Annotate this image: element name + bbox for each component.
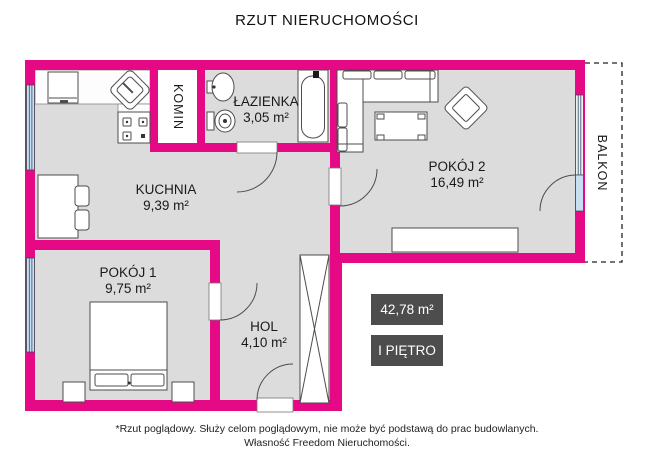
- stove: [117, 111, 151, 144]
- wall-komin-right: [197, 70, 205, 152]
- label-lazienka: ŁAZIENKA 3,05 m²: [233, 94, 298, 126]
- wall-pokoj2-bottom: [330, 253, 585, 263]
- label-kuchnia: KUCHNIA 9,39 m²: [136, 182, 197, 214]
- room-area: 9,39 m²: [143, 198, 189, 213]
- kitchen-table: [37, 174, 90, 239]
- wall-komin-left: [150, 70, 158, 152]
- sofa: [336, 69, 439, 153]
- wall-top: [25, 60, 585, 70]
- bath-sink: [206, 72, 235, 102]
- label-hol: HOL 4,10 m²: [241, 319, 287, 351]
- footer-disclaimer: *Rzut poglądowy. Służy celom poglądowym,…: [115, 423, 539, 435]
- balcony-outline: [585, 62, 623, 263]
- window-kitchen: [26, 84, 35, 171]
- coffee-table: [374, 111, 428, 141]
- kitchen-sink: [110, 70, 150, 110]
- doors: [208, 141, 584, 413]
- wall-kitchen-pokoj1: [25, 240, 220, 250]
- door-entrance: [256, 363, 294, 413]
- bed: [89, 301, 168, 391]
- room-name: POKÓJ 2: [428, 159, 486, 174]
- page-title: RZUT NIERUCHOMOŚCI: [235, 12, 419, 29]
- wall-bath-bottom-left: [150, 143, 237, 152]
- furniture: [37, 69, 519, 404]
- label-pokoj1: POKÓJ 1 9,75 m²: [99, 265, 156, 297]
- room-area: 16,49 m²: [430, 175, 484, 190]
- door-bathroom: [236, 141, 278, 193]
- wall-bottom-left: [25, 400, 342, 411]
- floor-level-badge: I PIĘTRO: [371, 335, 443, 366]
- room-name: ŁAZIENKA: [233, 94, 299, 109]
- wall-divider-upper: [330, 70, 340, 168]
- window-pokoj1: [26, 257, 35, 353]
- sideboard: [391, 227, 519, 253]
- door-balcony: [539, 174, 584, 212]
- room-name: HOL: [250, 319, 278, 334]
- label-balkon: BALKON: [595, 134, 609, 192]
- label-komin: KOMIN: [171, 84, 185, 130]
- armchair: [444, 86, 488, 130]
- room-name: KUCHNIA: [135, 182, 197, 197]
- fridge: [47, 71, 79, 104]
- wall-pokoj1-hol-lower: [210, 320, 220, 400]
- total-area-badge: 42,78 m²: [371, 294, 443, 325]
- room-area: 4,10 m²: [241, 335, 287, 350]
- label-pokoj2: POKÓJ 2 16,49 m²: [428, 159, 485, 191]
- footer-ownership: Własność Freedom Nieruchomości.: [244, 437, 410, 449]
- door-pokoj2: [328, 167, 378, 207]
- door-pokoj1: [208, 282, 258, 321]
- room-area: 3,05 m²: [243, 110, 289, 125]
- wall-hol-right: [330, 253, 342, 411]
- toilet: [206, 109, 236, 133]
- walls: [25, 60, 585, 411]
- wall-pokoj1-hol-upper: [210, 250, 220, 283]
- wall-left: [25, 60, 35, 410]
- wardrobe: [299, 254, 330, 404]
- floor-areas: [30, 65, 580, 405]
- nightstand-left: [62, 381, 86, 403]
- room-area: 9,75 m²: [105, 281, 151, 296]
- room-name: POKÓJ 1: [99, 265, 157, 280]
- wall-divider-lower: [330, 205, 340, 253]
- bathtub: [297, 69, 329, 143]
- wall-bath-bottom-right: [277, 143, 330, 152]
- nightstand-right: [171, 381, 195, 403]
- windows: [26, 84, 584, 353]
- window-pokoj2: [575, 94, 584, 176]
